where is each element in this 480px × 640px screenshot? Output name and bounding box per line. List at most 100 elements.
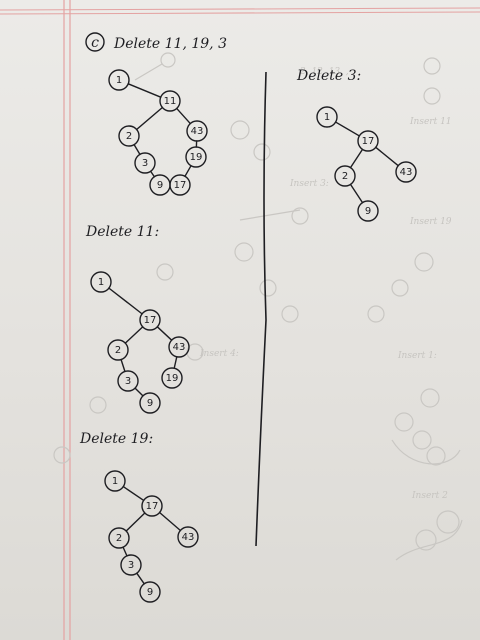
node-label: 2	[126, 131, 132, 142]
node-label: 19	[190, 152, 203, 163]
edge-17-43	[158, 511, 182, 532]
node-circle	[334, 165, 356, 187]
bleed-through: 2 12 13 , Insert 11 Insert 19 Insert 1: …	[53, 52, 463, 561]
node-circle	[316, 106, 338, 128]
node-43: 43	[168, 336, 190, 358]
edge-17-2	[349, 148, 364, 169]
node-label: 1	[324, 112, 330, 123]
edge-1-17	[108, 287, 143, 315]
heading-marker: c	[91, 35, 99, 51]
edge-2-3	[133, 143, 141, 156]
node-circle	[357, 200, 379, 222]
node-circle	[139, 581, 161, 603]
node-label: 17	[144, 315, 157, 326]
node-label: 17	[362, 136, 375, 147]
node-17: 17	[357, 130, 379, 152]
node-label: 3	[128, 560, 134, 571]
edge-3-9	[149, 170, 156, 178]
node-9: 9	[139, 392, 161, 414]
node-2: 2	[107, 339, 129, 361]
node-label: 3	[142, 158, 148, 169]
node-label: 11	[164, 96, 177, 107]
node-circle	[134, 152, 156, 174]
node-11: 11	[159, 90, 181, 112]
edge-43-19	[173, 356, 178, 369]
node-2: 2	[334, 165, 356, 187]
edge-1-17	[122, 485, 145, 502]
column-divider	[255, 71, 267, 547]
node-circle	[118, 125, 140, 147]
top-rule	[0, 7, 480, 11]
node-3: 3	[120, 554, 142, 576]
node-circle	[90, 271, 112, 293]
node-circle	[161, 367, 183, 389]
node-2: 2	[108, 527, 130, 549]
node-label: 2	[342, 171, 348, 182]
edge-1-11	[127, 83, 162, 98]
node-3: 3	[134, 152, 156, 174]
node-17: 17	[169, 174, 191, 196]
node-2: 2	[118, 125, 140, 147]
node-43: 43	[177, 526, 199, 548]
node-label: 9	[147, 398, 153, 409]
node-label: 43	[191, 126, 204, 137]
node-label: 3	[125, 376, 131, 387]
edge-17-2	[124, 326, 144, 344]
svg-text:2 12 13 ,: 2 12 13 ,	[299, 67, 349, 77]
node-circle	[357, 130, 379, 152]
node-circle	[159, 90, 181, 112]
heading: c Delete 11, 19, 3	[85, 32, 227, 52]
node-circle	[169, 174, 191, 196]
node-label: 43	[182, 532, 195, 543]
node-9: 9	[139, 581, 161, 603]
node-circle	[141, 495, 163, 517]
node-9: 9	[149, 174, 171, 196]
node-1: 1	[108, 69, 130, 91]
edge-17-43	[156, 326, 173, 341]
edge-2-3	[120, 358, 126, 373]
tree-title: Delete 11:	[85, 224, 159, 240]
node-label: 19	[166, 373, 179, 384]
node-circle	[104, 470, 126, 492]
edge-3-9	[136, 572, 145, 585]
tree-title: Delete 3:	[296, 68, 361, 84]
svg-text:Insert 19: Insert 19	[409, 217, 452, 227]
node-1: 1	[316, 106, 338, 128]
node-circle	[177, 526, 199, 548]
node-3: 3	[117, 370, 139, 392]
node-17: 17	[139, 309, 161, 331]
node-circle	[108, 527, 130, 549]
svg-text:Insert 11: Insert 11	[409, 117, 452, 127]
node-label: 1	[112, 476, 118, 487]
tree-title: Delete 19:	[79, 431, 153, 447]
edge-17-2	[125, 512, 146, 532]
node-circle	[139, 392, 161, 414]
node-circle	[395, 161, 417, 183]
node-19: 19	[185, 146, 207, 168]
edge-11-43	[175, 107, 192, 125]
node-label: 2	[116, 533, 122, 544]
node-1: 1	[104, 470, 126, 492]
node-circle	[186, 120, 208, 142]
node-19: 19	[161, 367, 183, 389]
node-label: 1	[116, 75, 122, 86]
node-label: 1	[98, 277, 104, 288]
node-circle	[107, 339, 129, 361]
node-label: 9	[157, 180, 163, 191]
node-1: 1	[90, 271, 112, 293]
svg-text:Insert 1:: Insert 1:	[397, 351, 437, 361]
node-circle	[139, 309, 161, 331]
svg-text:Insert 2: Insert 2	[411, 491, 448, 501]
top-rule	[0, 11, 480, 15]
node-label: 43	[400, 167, 413, 178]
bst-after-delete-19: Delete 19: 1 17 2 39 43	[79, 431, 199, 603]
edge-11-2	[135, 106, 164, 131]
node-17: 17	[141, 495, 163, 517]
edge-2-9	[349, 183, 364, 204]
node-circle	[185, 146, 207, 168]
